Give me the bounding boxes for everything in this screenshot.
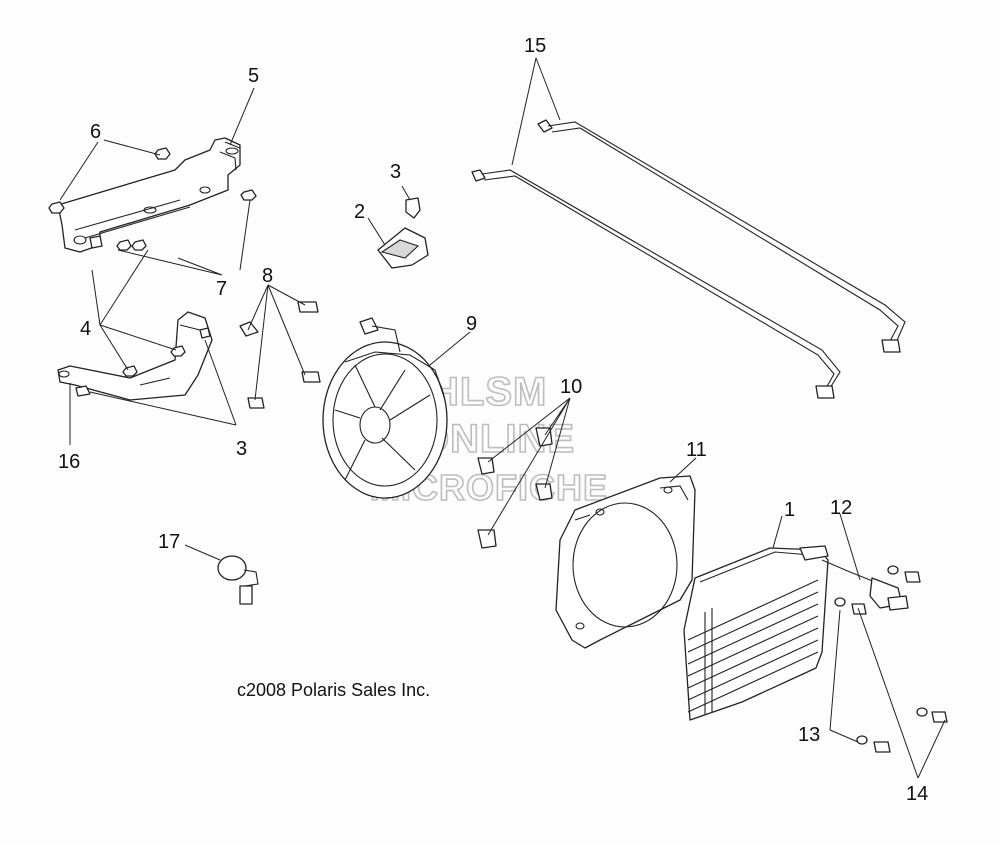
callout-13: 13 bbox=[798, 724, 820, 746]
fan-clips bbox=[477, 427, 553, 549]
callout-5: 5 bbox=[248, 65, 259, 87]
callout-14: 14 bbox=[906, 783, 928, 805]
callout-3-bracket: 3 bbox=[236, 438, 247, 460]
upper-mounting-bracket bbox=[48, 137, 257, 253]
leader-lines bbox=[59, 57, 946, 779]
callout-6: 6 bbox=[90, 121, 101, 143]
callout-7: 7 bbox=[216, 278, 227, 300]
callout-4: 4 bbox=[80, 318, 91, 340]
oil-lines bbox=[471, 119, 906, 399]
callout-3-clamp: 3 bbox=[390, 161, 401, 183]
fan-bolts bbox=[239, 301, 321, 409]
callout-numbers: 1 2 3 3 4 5 6 7 8 9 10 11 12 13 14 15 16… bbox=[58, 35, 928, 805]
callout-15: 15 bbox=[524, 35, 546, 57]
callout-10: 10 bbox=[560, 376, 582, 398]
temperature-sensor bbox=[821, 559, 909, 611]
callout-8: 8 bbox=[262, 265, 273, 287]
oil-cooler bbox=[683, 545, 829, 721]
callout-17: 17 bbox=[158, 531, 180, 553]
callout-1: 1 bbox=[784, 499, 795, 521]
callout-11: 11 bbox=[686, 439, 707, 461]
p-clamp bbox=[217, 555, 259, 605]
callout-16: 16 bbox=[58, 451, 80, 473]
copyright-notice: c2008 Polaris Sales Inc. bbox=[237, 680, 430, 700]
fan-shroud bbox=[555, 475, 696, 649]
cooler-fasteners bbox=[834, 565, 948, 753]
callout-2: 2 bbox=[354, 201, 365, 223]
lower-mounting-bracket bbox=[57, 311, 213, 401]
cooling-fan bbox=[322, 317, 448, 499]
hose-clamp bbox=[377, 197, 429, 269]
watermark-line1: HLSM bbox=[430, 370, 547, 414]
callout-9: 9 bbox=[466, 313, 477, 335]
callout-12: 12 bbox=[830, 497, 852, 519]
